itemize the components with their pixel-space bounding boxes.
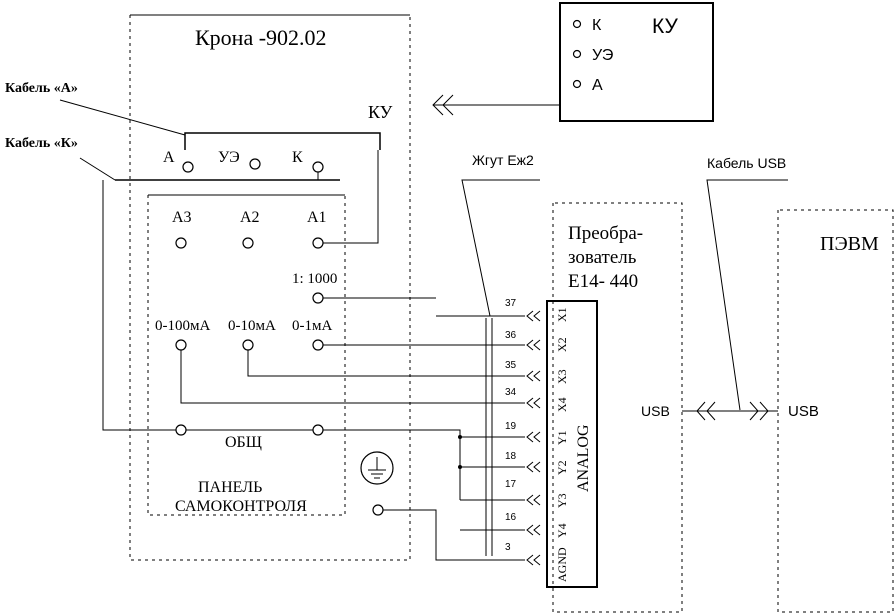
wire-numbers: 37 36 35 34 19 18 17 16 3 <box>505 298 517 553</box>
wire-number-y2: 18 <box>505 451 517 462</box>
panel-common-label: ОБЩ <box>225 434 262 451</box>
converter-analog-label: ANALOG <box>575 424 592 492</box>
connector-chevrons <box>526 310 541 566</box>
usb-cable-label: Кабель USB <box>707 155 786 171</box>
cable-k-label: Кабель «К» <box>5 136 78 151</box>
ku-box: КУ К УЭ А <box>559 2 714 122</box>
ku-k-jack-icon <box>572 19 582 29</box>
converter-title-line2: зователь <box>568 247 637 268</box>
converter-pin-x2: X2 <box>555 337 569 352</box>
wire-number-y3: 17 <box>505 479 517 490</box>
panel-range-1-jack-icon <box>312 339 324 351</box>
top-jack-a-label: А <box>163 149 175 166</box>
panel-range-100-label: 0-100мА <box>155 318 210 334</box>
wire-number-x3: 35 <box>505 360 517 371</box>
top-jack-k-label: К <box>292 149 303 166</box>
converter-pin-y3: Y3 <box>555 493 569 508</box>
converter-usb-label: USB <box>641 403 670 419</box>
panel-range-100-jack-icon <box>175 339 187 351</box>
converter-title-line1: Преобра- <box>568 223 643 244</box>
converter-pin-x4: X4 <box>555 397 569 412</box>
panel-divider-jack-icon <box>312 292 324 304</box>
converter-title-line3: Е14- 440 <box>568 271 638 292</box>
converter-pin-x1: X1 <box>555 307 569 322</box>
krona-title: Крона -902.02 <box>195 25 327 50</box>
self-control-panel: А3 А2 А1 1: 1000 0-100мА 0-10мА 0-1мА ОБ… <box>147 150 379 516</box>
panel-a2-label: А2 <box>240 209 260 226</box>
ground-jack-icon <box>372 504 384 516</box>
pc-usb-label: USB <box>788 403 819 420</box>
top-jack-k-icon <box>312 161 324 173</box>
wire-number-y1: 19 <box>505 421 517 432</box>
wire-number-x2: 36 <box>505 330 517 341</box>
converter-pin-y2: Y2 <box>555 460 569 475</box>
converter-pin-x3: X3 <box>555 369 569 384</box>
pc-box: ПЭВМ USB <box>777 209 894 613</box>
top-jack-ue-icon <box>249 158 261 170</box>
wire-number-agnd: 3 <box>505 542 511 553</box>
panel-a3-label: А3 <box>172 209 192 226</box>
harness-wires <box>180 297 525 561</box>
panel-common-left-jack-icon <box>175 424 187 436</box>
panel-title-line2: САМОКОНТРОЛЯ <box>175 498 307 515</box>
krona-device: Крона -902.02 КУ <box>129 14 411 561</box>
panel-title-line1: ПАНЕЛЬ <box>198 479 262 496</box>
wire-number-x1: 37 <box>505 298 517 309</box>
pc-title: ПЭВМ <box>820 233 879 255</box>
panel-a3-jack-icon <box>175 237 187 249</box>
ku-ue-jack-icon <box>572 49 582 59</box>
ku-connector <box>432 94 560 116</box>
panel-range-1-label: 0-1мА <box>292 318 332 334</box>
converter-box: Преобра- зователь Е14- 440 X1 X2 X3 X4 Y… <box>546 202 683 613</box>
panel-a1-jack-icon <box>312 237 324 249</box>
converter-pin-y4: Y4 <box>555 523 569 538</box>
junction-dot <box>458 435 462 439</box>
top-jacks: А УЭ К <box>163 149 324 180</box>
panel-a1-label: А1 <box>307 209 327 226</box>
top-jack-ue-label: УЭ <box>218 149 240 166</box>
harness-label: Жгут Еж2 <box>472 152 534 168</box>
junction-dot <box>458 465 462 469</box>
ground-icon <box>360 451 394 485</box>
panel-range-10-jack-icon <box>242 339 254 351</box>
ku-item-a: А <box>592 77 603 94</box>
panel-range-10-label: 0-10мА <box>228 318 276 334</box>
panel-divider-label: 1: 1000 <box>292 271 337 287</box>
ku-box-title: КУ <box>652 15 678 38</box>
top-jack-a-icon <box>182 161 194 173</box>
converter-pin-y1: Y1 <box>555 430 569 445</box>
cable-a-label: Кабель «А» <box>5 81 78 96</box>
converter-pin-agnd: AGND <box>555 547 569 582</box>
panel-common-right-jack-icon <box>312 424 324 436</box>
ku-item-ue: УЭ <box>592 47 613 64</box>
krona-ku-port-label: КУ <box>368 102 393 122</box>
wire-number-y4: 16 <box>505 512 517 523</box>
panel-a2-jack-icon <box>242 237 254 249</box>
usb-link <box>682 179 788 421</box>
ku-a-jack-icon <box>572 79 582 89</box>
ku-item-k: К <box>592 17 602 34</box>
wire-number-x4: 34 <box>505 387 517 398</box>
